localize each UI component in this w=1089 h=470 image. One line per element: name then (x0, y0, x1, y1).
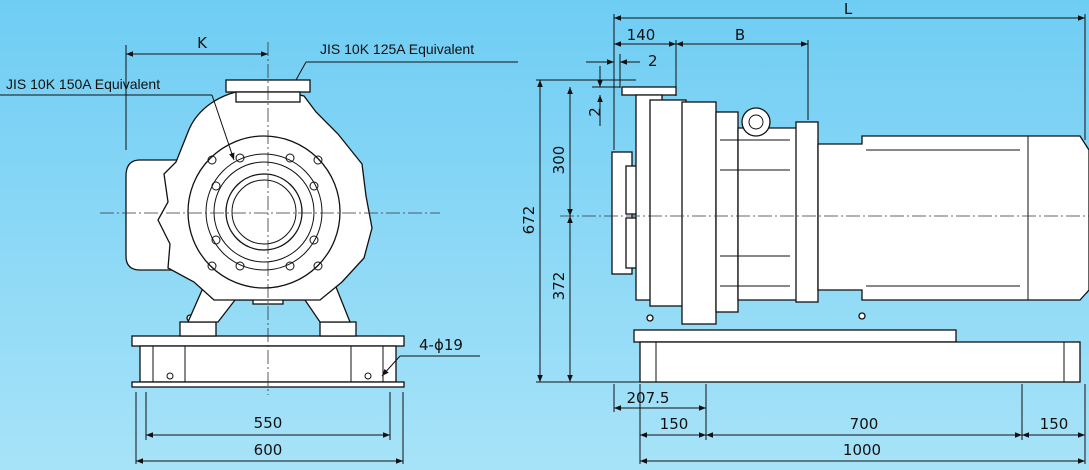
discharge-flange-note: JIS 10K 125A Equivalent (320, 41, 474, 57)
dim-overall-length: L (844, 0, 853, 18)
side-base (633, 312, 1081, 383)
side-motor (817, 135, 1089, 301)
dim-discharge-height: 300 (550, 146, 568, 175)
front-suction-flange (187, 135, 341, 289)
dim-base-offset: 207.5 (627, 389, 670, 407)
side-view: L 140 B 2 2 300 672 372 207.5 150 700 15… (520, 0, 1089, 464)
suction-flange-note: JIS 10K 150A Equivalent (6, 76, 160, 92)
dim-shaft-height: 372 (550, 272, 568, 301)
dim-suction-offset: 140 (627, 26, 656, 44)
dim-flange-gap: 2 (648, 52, 658, 70)
dim-center-span: 700 (850, 415, 879, 433)
dim-end-right: 150 (1040, 415, 1069, 433)
anchor-holes-note: 4-ϕ19 (419, 336, 463, 354)
side-bracket (737, 127, 801, 301)
dim-overall-height: 672 (520, 206, 538, 235)
dim-bolt-span: 550 (254, 414, 283, 432)
side-discharge-flange (621, 86, 677, 96)
dim-k: K (197, 34, 208, 52)
dim-flange-gap-vertical: 2 (586, 107, 604, 117)
dim-end-left: 150 (660, 415, 689, 433)
dim-base-width: 600 (254, 441, 283, 459)
front-view: K JIS 10K 125A Equivalent JIS 10K 150A E… (0, 34, 518, 464)
dim-bearing-b: B (735, 26, 745, 44)
dim-base-length: 1000 (843, 441, 881, 459)
